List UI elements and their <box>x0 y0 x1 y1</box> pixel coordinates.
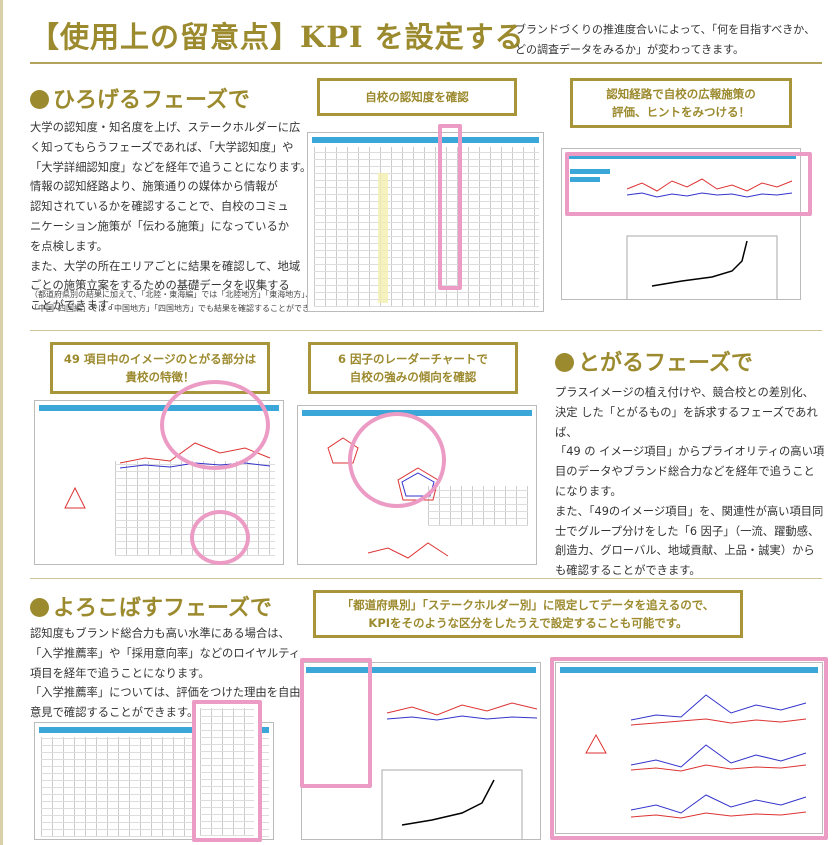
table-grid <box>314 147 539 307</box>
highlight-frame <box>192 700 262 842</box>
line: 創造力、グローバル、地域貢献、上品・誠実）から <box>555 544 815 558</box>
line: 「中国･四国編」では「中国地方」「四国地方」でも結果を確認することができます） <box>30 304 334 313</box>
callout-line: 「都道府県別」「ステークホルダー別」に限定してデータを追えるので、 <box>341 598 715 612</box>
sheet-header <box>566 153 796 159</box>
callout-text: 自校の認知度を確認 <box>365 90 469 104</box>
line-chart-mini <box>585 694 807 819</box>
line: 認知度もブランド総合力も高い水準にある場合は、 <box>30 627 290 640</box>
line: 認知されているかを確認することで、自校のコミュ <box>30 200 289 214</box>
line: く知ってもらうフェーズであれば、「大学認知度」や <box>30 140 294 154</box>
heading-text: よろこばすフェーズで <box>53 596 272 621</box>
callout-6-factors: 6 因子のレーダーチャートで自校の強みの傾向を確認 <box>308 342 518 394</box>
line: も確認することができます。 <box>555 564 701 578</box>
page-edge <box>0 0 3 845</box>
table-grid <box>428 486 528 526</box>
callout-line: 評価、ヒントをみつける！ <box>612 105 750 119</box>
page-title: 【使用上の留意点】KPI を設定する <box>30 20 525 54</box>
phase-heading-togaru: とがるフェーズで <box>555 345 753 377</box>
line: 項目を経年で追うことになります。 <box>30 666 210 680</box>
line-chart-mini <box>381 702 538 839</box>
callout-line: KPIをそのような区分をしたうえで設定することも可能です。 <box>368 616 688 630</box>
lead-text: ブランドづくりの推進度合いによって、「何を目指すべきか、 どの調査データをみるか… <box>515 20 815 60</box>
sheet-header <box>39 727 269 733</box>
callout-line: 49 項目中のイメージのとがる部分は <box>63 352 257 366</box>
bullet-icon <box>30 598 49 617</box>
stakeholder-screenshot <box>555 662 823 834</box>
line-chart-mini <box>626 178 793 299</box>
highlight-circle <box>348 412 446 508</box>
callout-line: 貴校の特徴！ <box>125 370 195 384</box>
line: 情報の認知経路より、施策通りの媒体から情報が <box>30 180 278 194</box>
line: 意見で確認することができます。 <box>30 706 199 720</box>
bullet-icon <box>30 90 49 109</box>
sheet-header <box>560 667 818 673</box>
bullet-icon <box>555 353 574 372</box>
line: （都道府県別の結果に加えて、「北陸・東海編」では「北陸地方」「東海地方」、 <box>30 290 314 299</box>
callout-awareness: 自校の認知度を確認 <box>317 78 517 116</box>
line: 士でグループ分けをした「6 因子」（一流、躍動感、 <box>555 524 820 538</box>
line: また、大学の所在エリアごとに結果を確認して、地域 <box>30 259 301 273</box>
table-screenshot <box>307 132 544 312</box>
callout-line: 認知経路で自校の広報施策の <box>606 87 756 101</box>
sheet-header <box>39 405 279 411</box>
line: ごとの施策立案をするための基礎データを収集する <box>30 279 290 293</box>
callout-channels: 認知経路で自校の広報施策の評価、ヒントをみつける！ <box>570 78 792 128</box>
highlight-frame <box>550 657 828 840</box>
lead-line: どの調査データをみるか」が変わってきます。 <box>515 43 745 56</box>
prefecture-screenshot <box>301 662 541 840</box>
heading-text: ひろげるフェーズで <box>53 88 250 113</box>
divider <box>30 62 822 64</box>
line: プラスイメージの植え付けや、競合校との差別化、 <box>555 386 814 399</box>
section-note: （都道府県別の結果に加えて、「北陸・東海編」では「北陸地方」「東海地方」、 「中… <box>30 288 334 316</box>
heading-text: とがるフェーズで <box>578 351 753 376</box>
line: 大学の認知度・知名度を上げ、ステークホルダーに広 <box>30 121 301 134</box>
phase-heading-hirogeru: ひろげるフェーズで <box>30 82 250 114</box>
highlight-circle <box>190 510 250 565</box>
sheet-header <box>302 410 532 416</box>
sheet-header <box>306 667 536 673</box>
line: になります。 <box>555 484 622 498</box>
line: 目のデータやブランド総合力などを経年で追うこと <box>555 465 815 479</box>
section-body: プラスイメージの植え付けや、競合校との差別化、 決定 した「とがるもの」を訴求す… <box>555 383 840 581</box>
highlight-column <box>378 173 388 303</box>
line: 「入学推薦率」や「採用意向率」などのロイヤルティ <box>30 646 301 660</box>
callout-line: 自校の強みの傾向を確認 <box>349 370 477 384</box>
line: 「大学詳細認知度」などを経年で追うことになります。 <box>30 160 312 174</box>
lead-line: ブランドづくりの推進度合いによって、「何を目指すべきか、 <box>515 23 816 36</box>
table-grid <box>200 708 254 836</box>
chart-screenshot <box>561 148 801 300</box>
line: また、「49のイメージ項目」を、関連性が高い項目同 <box>555 504 824 518</box>
divider <box>30 330 822 331</box>
line: ニケーション施策が「伝わる施策」になっているか <box>30 219 290 233</box>
callout-line: 6 因子のレーダーチャートで <box>338 352 488 366</box>
highlight-frame <box>438 124 462 290</box>
highlight-circle <box>160 380 270 470</box>
section-body: 認知度もブランド総合力も高い水準にある場合は、 「入学推薦率」や「採用意向率」な… <box>30 624 301 723</box>
line: ことができます。 <box>30 299 120 313</box>
sheet-header <box>312 137 539 143</box>
bar <box>570 177 600 182</box>
divider <box>30 578 822 579</box>
line: 「49 の イメージ項目」からプライオリティの高い項 <box>555 445 825 459</box>
highlight-frame <box>565 152 812 216</box>
line: 決定 した「とがるもの」を訴求するフェーズであれば、 <box>555 405 818 439</box>
phase-heading-yorokobasu: よろこばすフェーズで <box>30 590 272 622</box>
line: 「入学推薦率」については、評価をつけた理由を自由 <box>30 686 301 700</box>
bar <box>570 169 610 174</box>
highlight-frame <box>300 658 372 788</box>
section-body: 大学の認知度・知名度を上げ、ステークホルダーに広 く知ってもらうフェーズであれば… <box>30 118 311 316</box>
callout-segments: 「都道府県別」「ステークホルダー別」に限定してデータを追えるので、 KPIをそのよ… <box>313 590 743 638</box>
line: を点検します。 <box>30 239 108 253</box>
